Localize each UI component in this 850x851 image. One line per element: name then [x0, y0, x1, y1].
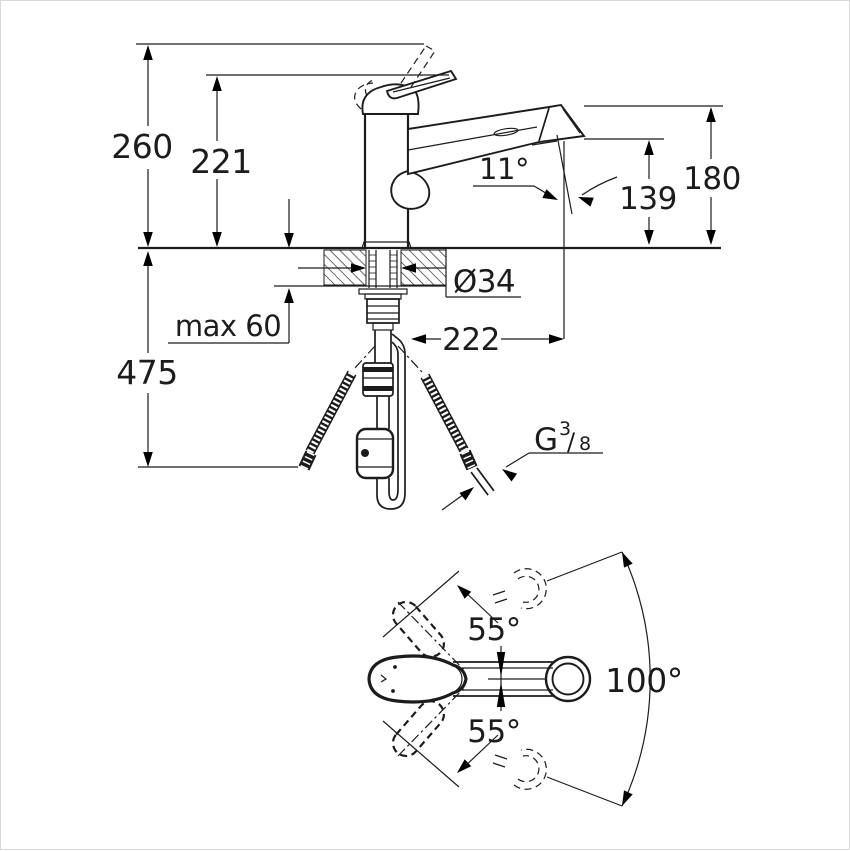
dim-projection-label: 222 — [442, 322, 500, 358]
lever-position-down-dashed — [391, 685, 467, 758]
spout-base — [390, 170, 431, 210]
faucet-top-body — [367, 654, 592, 704]
spray-head-up-dashed — [492, 568, 547, 610]
dim-lever-height: 221 — [190, 74, 449, 247]
dim-lever-swing-down-label: 55° — [467, 714, 520, 750]
dim-spout-swivel-label: 100° — [605, 661, 683, 700]
pullout-hose-assembly — [355, 333, 406, 510]
dim-spout-top-height: 180 — [584, 105, 741, 245]
dim-deck-thickness-label: max 60 — [175, 309, 281, 343]
dim-thread-size: G 3 / 8 — [441, 418, 603, 511]
dim-deck-thickness: max 60 — [168, 199, 294, 344]
dim-spout-angle: 11° — [473, 134, 618, 339]
lever-position-up-dashed — [391, 600, 467, 673]
faucet-handle — [354, 45, 458, 115]
hose-weight — [355, 427, 395, 480]
spout — [407, 103, 586, 176]
spray-head-down-dashed — [492, 748, 547, 790]
dim-hole-diameter-label: Ø34 — [453, 264, 515, 300]
dim-lever-swing-up-label: 55° — [467, 612, 520, 648]
dim-spout-swivel: 100° — [546, 549, 683, 809]
mounting-shank — [358, 250, 408, 363]
dim-lever-swing-up: 55° — [382, 570, 521, 648]
dim-lever-swing-down: 55° — [382, 714, 521, 788]
dim-projection: 222 — [411, 322, 564, 358]
dim-thread-size-label: G 3 / 8 — [534, 418, 591, 458]
top-view: 55° 55° 100° — [367, 549, 683, 809]
supply-hose-left — [298, 345, 376, 471]
dim-center-reference — [496, 646, 506, 711]
dim-lever-height-label: 221 — [190, 142, 252, 181]
dim-spout-outlet-height: 139 — [584, 138, 677, 245]
dim-under-counter-length: 475 — [116, 251, 298, 468]
countertop — [138, 246, 721, 297]
side-view: 260 221 11° 139 — [111, 43, 741, 511]
supply-hose-right — [397, 345, 495, 496]
escutcheon-inner — [551, 662, 585, 696]
dim-spout-top-height-label: 180 — [683, 161, 741, 197]
dim-spout-angle-label: 11° — [479, 152, 529, 186]
dim-under-counter-length-label: 475 — [116, 353, 178, 392]
dim-overall-height: 260 — [111, 43, 424, 247]
dim-spout-outlet-height-label: 139 — [619, 181, 677, 217]
handle-raised-dashed — [354, 45, 436, 110]
dim-hole-diameter: Ø34 — [298, 263, 521, 300]
dim-overall-height-label: 260 — [111, 127, 173, 166]
